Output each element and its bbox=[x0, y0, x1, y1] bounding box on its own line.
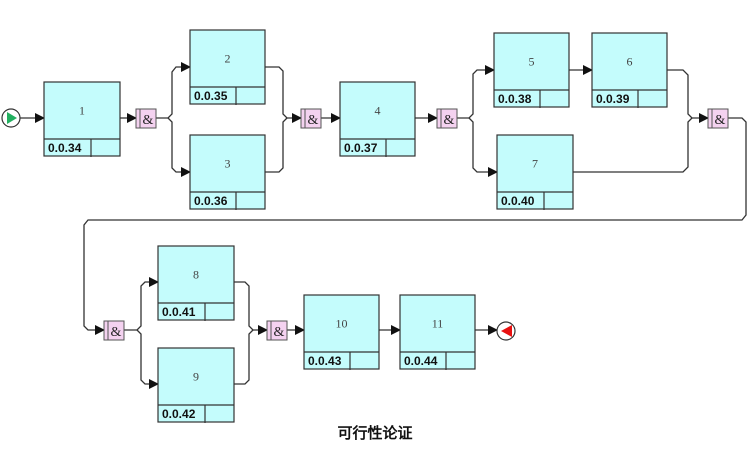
activity-box-6[interactable]: 6 0.0.39 bbox=[591, 32, 668, 108]
and-connector-4[interactable]: & bbox=[707, 108, 729, 129]
start-event-icon bbox=[1, 108, 21, 128]
and-label: & bbox=[715, 113, 726, 128]
activity-number: 8 bbox=[193, 268, 199, 282]
activity-box-1[interactable]: 1 0.0.34 bbox=[43, 81, 121, 157]
connection-lines bbox=[20, 62, 747, 389]
activity-number: 6 bbox=[627, 55, 633, 69]
connection-line bbox=[83, 117, 747, 335]
activity-number: 3 bbox=[225, 157, 231, 171]
and-connector-3[interactable]: & bbox=[436, 108, 458, 129]
activity-number: 9 bbox=[193, 370, 199, 384]
and-connector-2[interactable]: & bbox=[300, 108, 322, 129]
activity-number: 2 bbox=[225, 52, 231, 66]
activity-id: 0.0.43 bbox=[308, 354, 342, 368]
activity-id: 0.0.35 bbox=[194, 89, 228, 103]
activity-box-9[interactable]: 9 0.0.42 bbox=[157, 347, 235, 423]
end-event-icon bbox=[496, 321, 516, 341]
connection-line bbox=[156, 62, 191, 119]
connection-line bbox=[234, 281, 268, 335]
and-connector-6[interactable]: & bbox=[266, 320, 288, 341]
activity-id: 0.0.40 bbox=[501, 194, 535, 208]
activity-box-4[interactable]: 4 0.0.37 bbox=[339, 81, 416, 157]
connection-line bbox=[167, 117, 191, 177]
and-label: & bbox=[308, 113, 319, 128]
activity-box-3[interactable]: 3 0.0.36 bbox=[189, 134, 266, 210]
and-connector-5[interactable]: & bbox=[103, 320, 125, 341]
activity-id: 0.0.34 bbox=[48, 141, 82, 155]
and-connectors: & & & & & & bbox=[103, 108, 729, 341]
diagram-caption: 可行性论证 bbox=[337, 424, 413, 442]
and-connector-1[interactable]: & bbox=[135, 108, 157, 129]
activity-id: 0.0.39 bbox=[596, 92, 630, 106]
activity-id: 0.0.42 bbox=[162, 407, 196, 421]
activity-number: 11 bbox=[432, 317, 444, 331]
connection-line bbox=[124, 277, 159, 331]
and-label: & bbox=[274, 325, 285, 340]
activity-box-7[interactable]: 7 0.0.40 bbox=[496, 134, 574, 210]
activity-id: 0.0.36 bbox=[194, 194, 228, 208]
and-label: & bbox=[143, 113, 154, 128]
and-label: & bbox=[444, 113, 455, 128]
connection-line bbox=[667, 69, 709, 123]
activities: 1 0.0.34 2 0.0.35 3 0.0.36 4 0.0.37 5 0.0.38 6 0.0.… bbox=[43, 29, 668, 423]
connection-line bbox=[234, 329, 254, 385]
activity-box-2[interactable]: 2 0.0.35 bbox=[189, 29, 266, 105]
activity-box-10[interactable]: 10 0.0.43 bbox=[303, 294, 380, 370]
activity-box-5[interactable]: 5 0.0.38 bbox=[493, 32, 570, 108]
activity-number: 7 bbox=[532, 157, 538, 171]
connection-line bbox=[265, 66, 302, 123]
activity-number: 1 bbox=[79, 104, 85, 118]
activity-id: 0.0.44 bbox=[404, 354, 438, 368]
activity-number: 4 bbox=[375, 104, 381, 118]
activity-id: 0.0.41 bbox=[162, 305, 196, 319]
activity-id: 0.0.38 bbox=[498, 92, 532, 106]
connection-line bbox=[457, 65, 495, 119]
connection-line bbox=[136, 329, 159, 389]
events bbox=[1, 108, 516, 341]
activity-box-8[interactable]: 8 0.0.41 bbox=[157, 245, 235, 321]
connection-line bbox=[468, 117, 498, 177]
activity-number: 5 bbox=[529, 55, 535, 69]
activity-number: 10 bbox=[336, 317, 348, 331]
connection-line bbox=[573, 117, 693, 173]
activity-id: 0.0.37 bbox=[344, 141, 378, 155]
activity-box-11[interactable]: 11 0.0.44 bbox=[399, 294, 476, 370]
connection-line bbox=[265, 117, 288, 173]
and-label: & bbox=[111, 325, 122, 340]
